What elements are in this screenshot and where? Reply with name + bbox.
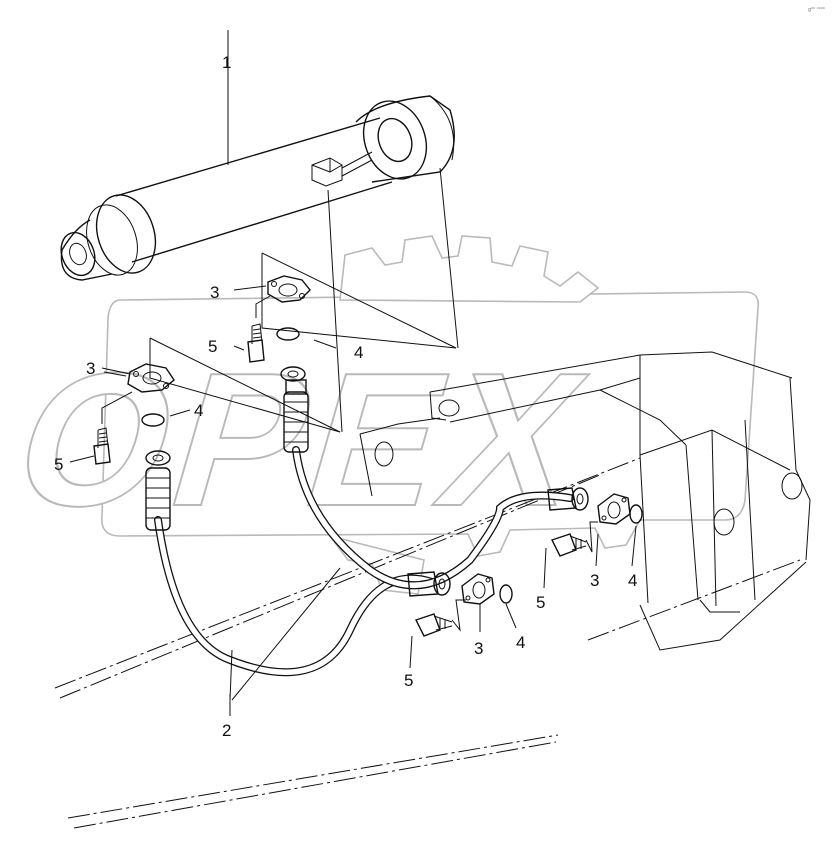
callout-flange-lower: 3 <box>474 639 483 658</box>
hose-fitting-lower <box>407 571 451 597</box>
callout-labels: 1 2 3 3 3 3 4 4 4 4 5 5 5 5 g⁰⁰ ⁰⁰⁰⁰ <box>54 7 825 740</box>
callout-oring-right: 4 <box>628 571 637 590</box>
hose-fitting-right <box>547 487 589 511</box>
callout-bolt-right: 5 <box>536 593 545 612</box>
hydraulic-cylinder <box>60 95 455 281</box>
callout-oring-upper: 4 <box>354 343 363 362</box>
callout-flange-right: 3 <box>590 571 599 590</box>
callout-cylinder: 1 <box>222 53 231 72</box>
lower-port-assembly <box>415 573 513 637</box>
corner-mark: g⁰⁰ ⁰⁰⁰⁰ <box>808 7 825 13</box>
hose-fitting-left <box>145 450 171 531</box>
boom-frame <box>359 351 811 651</box>
callout-flange-upper: 3 <box>210 283 219 302</box>
callout-oring-left: 4 <box>194 401 203 420</box>
callout-leaders <box>103 339 637 716</box>
callout-hoses: 2 <box>222 721 231 740</box>
upper-port-assembly <box>233 275 311 363</box>
left-port-assembly <box>69 363 175 465</box>
callout-bolt-left: 5 <box>54 455 63 474</box>
right-port-assembly <box>551 493 643 557</box>
callout-bolt-lower: 5 <box>404 671 413 690</box>
callout-bolt-upper: 5 <box>208 337 217 356</box>
hose-fitting-upper <box>280 366 309 453</box>
callout-flange-left: 3 <box>86 359 95 378</box>
hydraulic-hoses <box>145 366 589 677</box>
callout-oring-lower: 4 <box>516 633 525 652</box>
